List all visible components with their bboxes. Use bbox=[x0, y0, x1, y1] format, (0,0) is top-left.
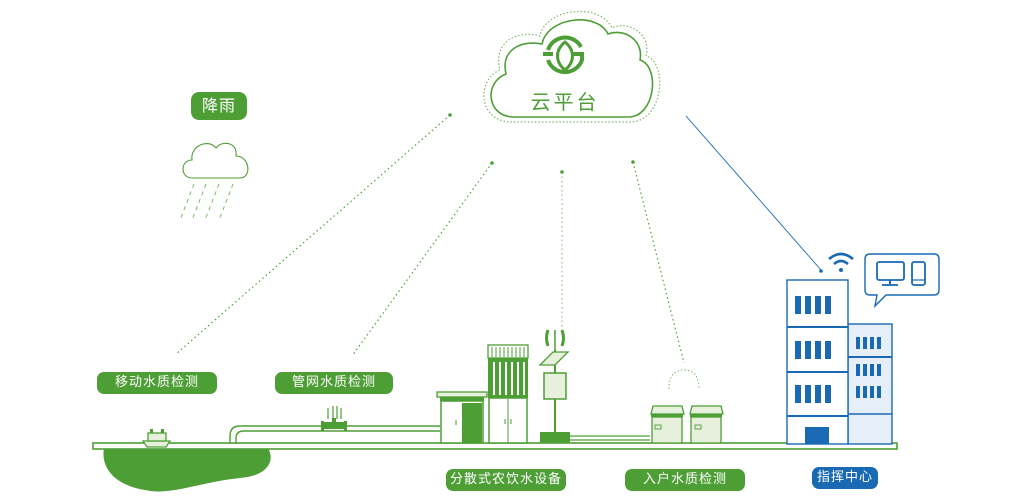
leaf-logo-icon bbox=[543, 35, 584, 75]
connection-line-mobile bbox=[175, 114, 451, 355]
ground-line bbox=[92, 442, 898, 450]
building-icon bbox=[786, 279, 893, 445]
lake bbox=[103, 448, 271, 492]
monitor-phone-icon bbox=[864, 253, 940, 309]
connection-lines bbox=[175, 113, 823, 364]
wifi-icon bbox=[828, 252, 854, 272]
water-station-icon bbox=[436, 329, 650, 444]
pipe-sensor-icon bbox=[321, 406, 347, 431]
node-label-rural[interactable]: 分散式农饮水设备 bbox=[446, 469, 566, 491]
connection-line-household bbox=[632, 161, 685, 364]
cloud-outline bbox=[490, 19, 654, 118]
pipe-network bbox=[229, 425, 440, 443]
node-label-pipe[interactable]: 管网水质检测 bbox=[275, 372, 393, 394]
cloud-platform-title: 云平台 bbox=[530, 90, 600, 114]
node-label-mobile[interactable]: 移动水质检测 bbox=[97, 372, 217, 394]
rain-label[interactable]: 降雨 bbox=[191, 92, 247, 120]
node-label-household[interactable]: 入户水质检测 bbox=[625, 469, 745, 491]
cloud-platform[interactable] bbox=[483, 10, 661, 123]
rain-cloud-icon bbox=[179, 142, 249, 221]
node-label-command[interactable]: 指挥中心 bbox=[812, 467, 878, 489]
connection-line-command bbox=[685, 115, 822, 271]
household-tank-icon bbox=[650, 369, 724, 444]
connection-line-pipe bbox=[351, 162, 493, 357]
boat-icon bbox=[141, 429, 172, 448]
